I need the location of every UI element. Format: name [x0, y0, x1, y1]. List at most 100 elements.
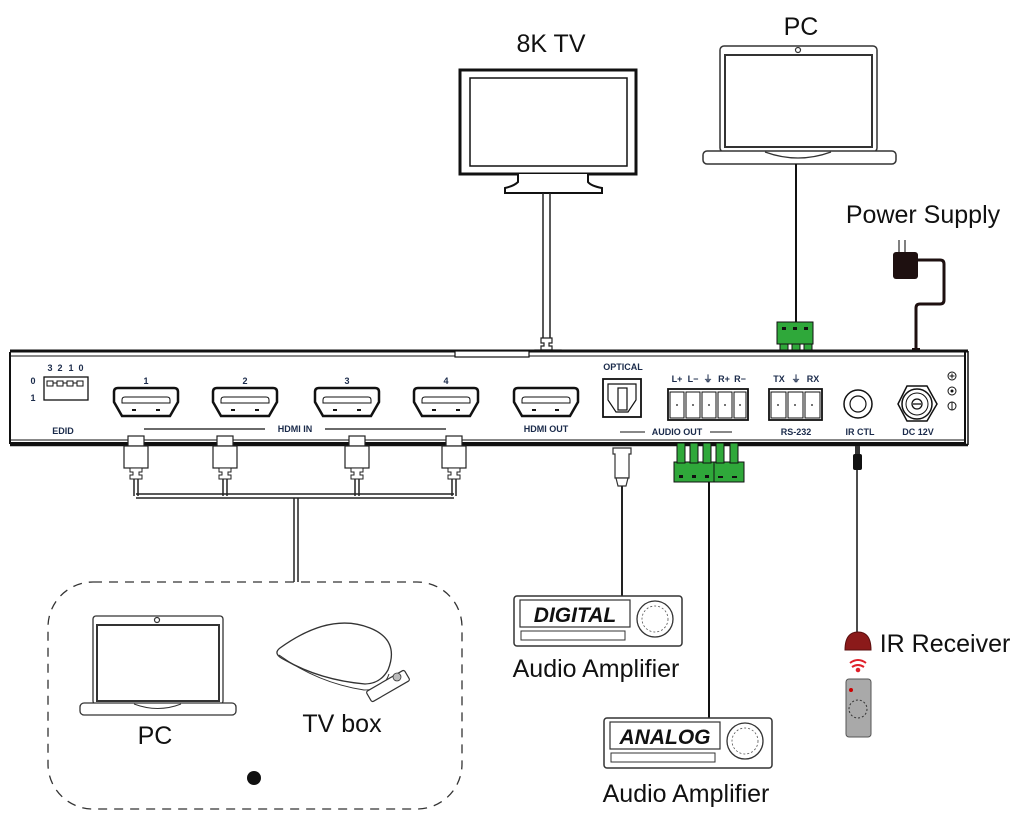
power-cable: [914, 258, 946, 350]
hdmi-socket-tongue: [121, 396, 171, 404]
ir-receiver-eye-icon: [844, 631, 872, 651]
ir-signal-icon: [849, 659, 867, 673]
optical-cable: [612, 447, 632, 596]
power-supply-device: Power Supply: [846, 201, 1001, 358]
audio-out-terminal[interactable]: L+ L− ⏚ R+ R− AUDIO OUT: [620, 374, 749, 437]
tv-screen: [469, 77, 628, 167]
hdmi-socket-tongue: [322, 396, 372, 404]
hdmi-strain-relief: [447, 467, 461, 480]
pc-top-label: PC: [784, 13, 819, 41]
hdmi-in-port-number: 3: [344, 376, 349, 386]
hdmi-out-port[interactable]: HDMI OUT: [512, 386, 580, 434]
hdmi-in-ports: 1 2 3 4: [112, 376, 480, 418]
hdmi-plug-body: [344, 445, 370, 469]
source-group: PC TV box: [47, 581, 463, 810]
hdmi-pin: [456, 409, 460, 411]
hdmi-in-port-3[interactable]: 3: [313, 376, 381, 418]
digital-amp-label: Audio Amplifier: [513, 655, 680, 683]
optical-label: OPTICAL: [603, 362, 643, 372]
hdmi-in-port-number: 2: [242, 376, 247, 386]
ir-remote-icon: [845, 678, 872, 738]
analog-amp-display: ANALOG: [619, 726, 711, 749]
edid-bit-1: 1: [68, 363, 73, 373]
tv-device: 8K TV: [458, 30, 638, 194]
audio-pin-rminus: R−: [734, 374, 746, 384]
tv-stand: [504, 174, 603, 194]
hdmi-strain-relief: [129, 467, 143, 480]
volume-knob-icon: [636, 600, 674, 638]
hdmi-plug-tip: [127, 435, 145, 447]
ir-receiver: IR Receiver: [844, 446, 1010, 738]
hdmi-in-bus: [136, 493, 454, 582]
edid-bit-2: 2: [57, 363, 62, 373]
rs232-pin-rx: RX: [807, 374, 820, 384]
tvbox-label: TV box: [302, 710, 382, 738]
audio-pin-lplus: L+: [672, 374, 683, 384]
hdmi-out-label: HDMI OUT: [524, 424, 569, 434]
camera-icon: [153, 616, 161, 624]
hdmi-plug-tip: [216, 435, 234, 447]
hdmi-in-cables: [123, 435, 467, 496]
hdmi-strain-relief: [218, 467, 232, 480]
hdmi-pin: [231, 409, 235, 411]
hdmi-pin: [432, 409, 436, 411]
dc-12v-label: DC 12V: [902, 427, 934, 437]
hdmi-in-port-1[interactable]: 1: [112, 376, 180, 418]
tvbox-source-device: TV box: [276, 622, 410, 738]
hdmi-in-cable-4: [441, 435, 467, 496]
hdmi-pin: [132, 409, 136, 411]
pc-source-device: PC: [79, 615, 237, 750]
edid-label: EDID: [52, 426, 74, 436]
hdmi-in-cable-1: [123, 435, 149, 496]
pc-top-screen: [724, 54, 873, 148]
ir-ctl-jack[interactable]: IR CTL: [843, 389, 875, 437]
hdmi-in-port-number: 1: [143, 376, 148, 386]
audio-pin-rplus: R+: [718, 374, 730, 384]
analog-amp-label: Audio Amplifier: [603, 780, 770, 808]
rs232-pin-tx: TX: [773, 374, 785, 384]
edid-row-1: 1: [30, 393, 35, 403]
dot-marker: [247, 771, 261, 785]
hdmi-pin: [255, 409, 259, 411]
optical-port[interactable]: OPTICAL: [602, 362, 643, 418]
hdmi-pin: [156, 409, 160, 411]
hdmi-in-cable-2: [212, 435, 238, 496]
digital-amplifier: DIGITAL Audio Amplifier: [513, 595, 683, 683]
edid-row-0: 0: [30, 376, 35, 386]
hdmi-in-port-number: 4: [443, 376, 448, 386]
edid-bit-0: 0: [78, 363, 83, 373]
hdmi-in-cable-3: [344, 435, 370, 496]
audio-terminal-plug: [673, 442, 745, 718]
hdmi-plug-tip: [445, 435, 463, 447]
camera-icon: [794, 46, 802, 54]
rs232-label: RS-232: [781, 427, 812, 437]
digital-amp-display: DIGITAL: [534, 604, 616, 627]
hdmi-in-port-4[interactable]: 4: [412, 376, 480, 418]
audio-pin-ground: ⏚: [703, 374, 712, 384]
rs232-terminal[interactable]: TX ⏚ RX RS-232: [768, 374, 823, 437]
hdmi-pin: [357, 409, 361, 411]
hdmi-in-port-2[interactable]: 2: [211, 376, 279, 418]
tv-label: 8K TV: [516, 30, 585, 58]
audio-out-label: AUDIO OUT: [652, 427, 703, 437]
pc-top-device: PC: [702, 13, 897, 365]
remote-control-icon: [366, 669, 410, 703]
polarity-icon: [947, 371, 957, 411]
hdmi-plug-tip: [348, 435, 366, 447]
audio-pin-lminus: L−: [688, 374, 699, 384]
pc-source-label: PC: [138, 722, 173, 750]
hdmi-socket-tongue: [220, 396, 270, 404]
power-adapter-icon: [893, 252, 918, 279]
edid-dip-switch[interactable]: 3 2 1 0 0 1 EDID: [30, 363, 89, 436]
hdmi-in-label-group: HDMI IN: [144, 424, 446, 434]
hdmi-plug-body: [212, 445, 238, 469]
dc-12v-jack[interactable]: DC 12V: [897, 371, 957, 437]
hdmi-in-label: HDMI IN: [278, 424, 313, 434]
ir-ctl-label: IR CTL: [846, 427, 875, 437]
power-supply-label: Power Supply: [846, 201, 1001, 229]
hdmi-strain-relief: [350, 467, 364, 480]
volume-knob-icon: [726, 722, 764, 760]
hdmi-plug-body: [123, 445, 149, 469]
